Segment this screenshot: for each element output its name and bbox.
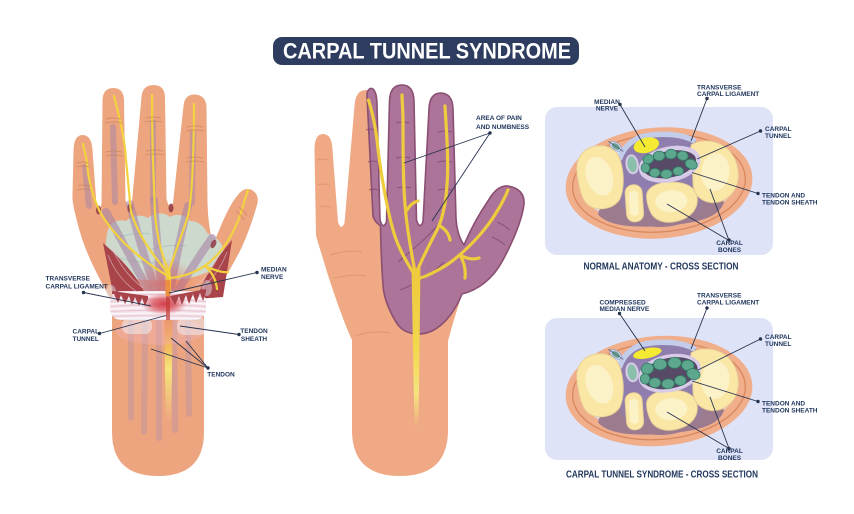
svg-text:CARPAL TUNNEL SYNDROME - CROSS: CARPAL TUNNEL SYNDROME - CROSS SECTION (566, 470, 758, 481)
svg-text:BONES: BONES (718, 455, 742, 462)
svg-text:CARPAL: CARPAL (765, 126, 792, 133)
svg-text:COMPRESSED: COMPRESSED (600, 299, 647, 306)
svg-text:BONES: BONES (718, 247, 742, 254)
svg-text:TENDON: TENDON (207, 372, 235, 379)
svg-text:MEDIAN: MEDIAN (594, 99, 620, 106)
svg-text:TUNNEL: TUNNEL (765, 341, 791, 348)
svg-text:TENDON: TENDON (240, 328, 268, 335)
svg-text:CARPAL: CARPAL (73, 329, 100, 336)
svg-text:CARPAL: CARPAL (716, 240, 743, 247)
svg-text:TENDON SHEATH: TENDON SHEATH (762, 407, 818, 414)
svg-text:CARPAL TUNNEL SYNDROME: CARPAL TUNNEL SYNDROME (283, 39, 571, 64)
svg-text:TENDON SHEATH: TENDON SHEATH (762, 199, 818, 206)
svg-text:NERVE: NERVE (261, 274, 284, 281)
svg-text:AREA OF PAIN: AREA OF PAIN (476, 115, 522, 122)
svg-text:TUNNEL: TUNNEL (765, 133, 791, 140)
svg-text:SHEATH: SHEATH (241, 336, 268, 343)
svg-text:TRANSVERSE: TRANSVERSE (697, 84, 742, 91)
svg-text:TRANSVERSE: TRANSVERSE (46, 276, 91, 283)
svg-text:TRANSVERSE: TRANSVERSE (697, 293, 742, 300)
svg-text:TENDON AND: TENDON AND (762, 193, 805, 200)
svg-text:CARPAL LIGAMENT: CARPAL LIGAMENT (697, 299, 759, 306)
svg-text:MEDIAN NERVE: MEDIAN NERVE (600, 306, 650, 313)
svg-text:CARPAL LIGAMENT: CARPAL LIGAMENT (697, 91, 759, 98)
svg-text:NERVE: NERVE (596, 106, 619, 113)
svg-text:CARPAL LIGAMENT: CARPAL LIGAMENT (46, 284, 108, 291)
svg-text:AND NUMBNESS: AND NUMBNESS (476, 124, 530, 131)
svg-text:TUNNEL: TUNNEL (73, 336, 99, 343)
svg-text:CARPAL: CARPAL (765, 334, 792, 341)
svg-text:TENDON AND: TENDON AND (762, 401, 805, 408)
svg-text:CARPAL: CARPAL (716, 448, 743, 455)
svg-text:NORMAL ANATOMY - CROSS SECTION: NORMAL ANATOMY - CROSS SECTION (584, 262, 739, 273)
svg-text:MEDIAN: MEDIAN (261, 267, 287, 274)
